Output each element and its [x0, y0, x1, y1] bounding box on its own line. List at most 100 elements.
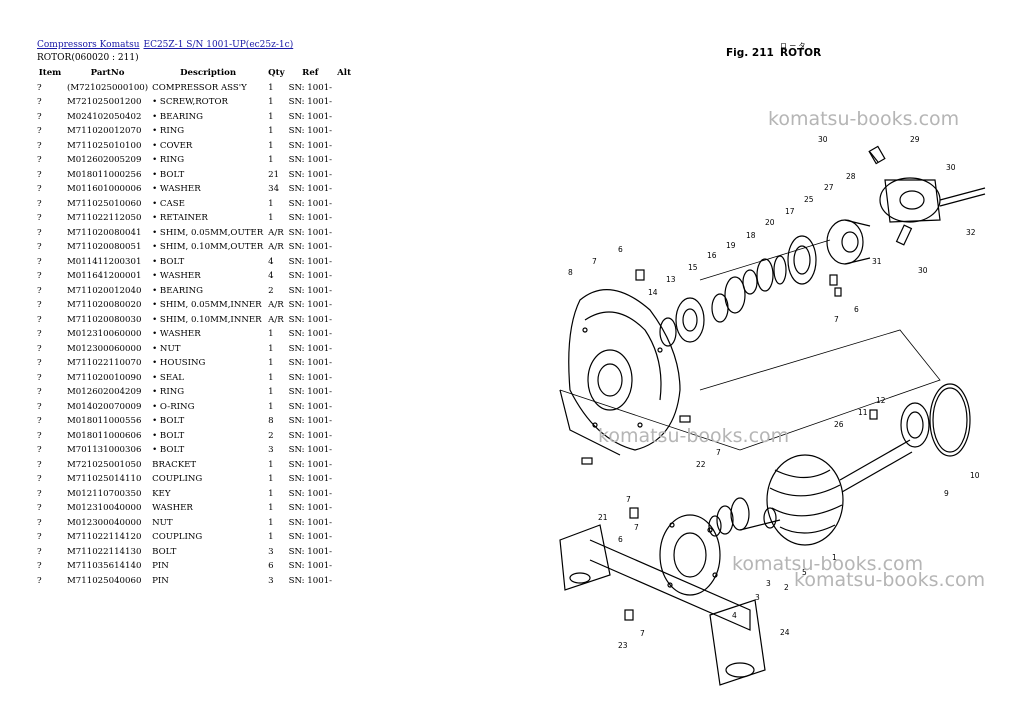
row-partno: M711022114120: [67, 532, 142, 542]
row-qty: 1: [268, 503, 274, 513]
row-alt: [334, 458, 354, 473]
row-ref: SN: 1001-: [288, 430, 333, 441]
callout-24: 24: [780, 628, 790, 637]
row-description: • HOUSING: [152, 358, 206, 368]
row-qty: 4: [268, 256, 274, 267]
row-ref: SN: 1001-: [288, 503, 333, 513]
compressor-case-icon: [559, 289, 681, 456]
row-item: ?: [37, 358, 42, 368]
row-ref: SN: 1001-: [288, 387, 333, 397]
row-partno: M711022114130: [67, 546, 142, 557]
row-item: ?: [37, 213, 42, 223]
row-description: • SHIM, 0.05MM,OUTER: [152, 227, 264, 238]
callout-31: 31: [872, 257, 882, 266]
row-qty: 8: [268, 416, 274, 426]
callout-32: 32: [966, 228, 976, 237]
row-partno: M711020010090: [67, 372, 142, 383]
breadcrumb-link-compressors[interactable]: Compressors Komatsu: [37, 40, 140, 50]
callout-30b: 30: [946, 163, 956, 172]
row-qty: 1: [268, 517, 274, 528]
row-description: • NUT: [152, 343, 181, 354]
row-qty: 1: [268, 474, 274, 484]
row-alt: [334, 269, 354, 284]
callout-19: 19: [726, 241, 736, 250]
row-description: COUPLING: [152, 474, 203, 484]
row-qty: 4: [268, 271, 274, 281]
row-description: • RETAINER: [152, 213, 208, 223]
callout-28: 28: [846, 172, 856, 181]
row-item: ?: [37, 300, 42, 310]
row-partno: M011601000006: [67, 184, 142, 194]
row-description: • BEARING: [152, 285, 203, 296]
row-item: ?: [37, 256, 42, 267]
row-description: • BOLT: [152, 445, 185, 455]
row-item: ?: [37, 517, 42, 528]
row-qty: 1: [268, 358, 274, 368]
row-qty: A/R: [268, 242, 284, 252]
row-ref: SN: 1001-: [288, 271, 333, 281]
callout-7e: 7: [634, 523, 639, 532]
callout-27: 27: [824, 183, 834, 192]
row-alt: [334, 182, 354, 197]
row-description: • BOLT: [152, 169, 185, 180]
row-qty: 1: [268, 155, 274, 165]
row-item: ?: [37, 111, 42, 122]
row-description: • COVER: [152, 140, 193, 151]
row-item: ?: [37, 314, 42, 325]
callout-21: 21: [598, 513, 608, 522]
row-partno: M012310040000: [67, 503, 142, 513]
callout-12: 12: [876, 396, 886, 405]
bearing-housing-icon: [659, 235, 817, 347]
row-partno: M711020080051: [67, 242, 142, 252]
callout-4: 4: [732, 611, 737, 620]
row-partno: M721025001050: [67, 459, 142, 470]
row-alt: [334, 255, 354, 270]
row-item: ?: [37, 97, 42, 107]
callout-20: 20: [765, 218, 775, 227]
row-ref: SN: 1001-: [288, 459, 333, 470]
row-description: • SEAL: [152, 372, 184, 383]
row-partno: M012602004209: [67, 387, 142, 397]
row-item: ?: [37, 401, 42, 412]
watermark-4: komatsu-books.com: [794, 569, 985, 591]
row-ref: SN: 1001-: [288, 532, 333, 542]
row-alt: [334, 327, 354, 342]
row-alt: [334, 530, 354, 545]
row-description: • CASE: [152, 198, 185, 209]
callout-29: 29: [910, 135, 920, 144]
callout-26: 26: [834, 420, 844, 429]
row-alt: [334, 400, 354, 415]
row-alt: [334, 313, 354, 328]
callout-23: 23: [618, 641, 628, 650]
row-description: • WASHER: [152, 329, 201, 339]
parts-table: Item PartNo Description Qty Ref Alt ?(M7…: [35, 66, 354, 588]
callout-6b: 6: [854, 305, 859, 314]
callout-3b: 3: [766, 579, 771, 588]
row-item: ?: [37, 343, 42, 354]
row-partno: M018011000606: [67, 430, 142, 441]
row-description: • WASHER: [152, 184, 201, 194]
row-description: WASHER: [152, 503, 193, 513]
row-item: ?: [37, 329, 42, 339]
row-ref: SN: 1001-: [288, 445, 333, 455]
row-partno: M014020070009: [67, 401, 142, 412]
row-item: ?: [37, 271, 42, 281]
breadcrumb-link-model[interactable]: EC25Z-1 S/N 1001-UP(ec25z-1c): [143, 40, 294, 50]
callout-6c: 6: [618, 535, 623, 544]
